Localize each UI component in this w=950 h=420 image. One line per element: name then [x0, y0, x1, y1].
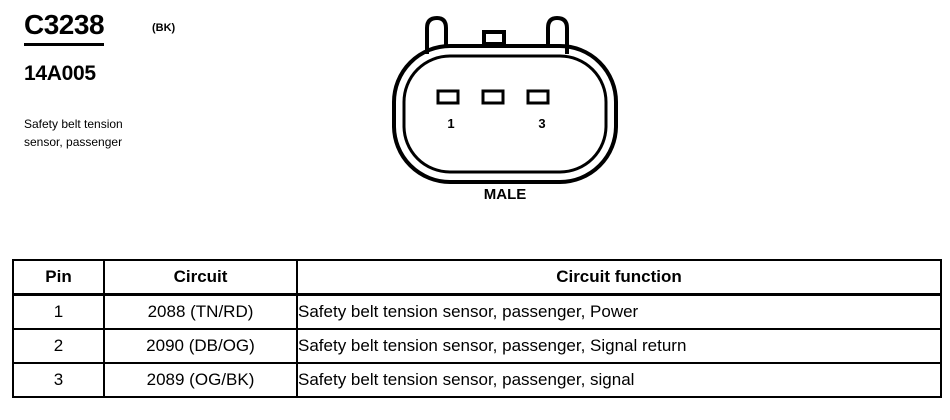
face-pin-label-1: 1 [447, 116, 454, 131]
right-latch [546, 15, 569, 54]
face-pin-label-3: 3 [538, 116, 545, 131]
pin-slot-1 [436, 89, 460, 105]
outer-shell [392, 44, 618, 184]
connector-description: Safety belt tension sensor, passenger [24, 115, 224, 151]
circuit-cell: 2089 (OG/BK) [103, 362, 298, 398]
table-row: 3 2089 (OG/BK) Safety belt tension senso… [12, 362, 942, 398]
function-cell: Safety belt tension sensor, passenger, P… [296, 293, 942, 330]
circuit-cell: 2088 (TN/RD) [103, 293, 298, 330]
connector-color-code: (BK) [152, 22, 176, 34]
part-number: 14A005 [24, 62, 96, 85]
pin-cell: 1 [12, 293, 105, 330]
left-latch [425, 15, 448, 54]
function-cell: Safety belt tension sensor, passenger, s… [296, 362, 942, 398]
description-line-2: sensor, passenger [24, 135, 123, 149]
pin-cell: 2 [12, 328, 105, 364]
circuit-cell: 2090 (DB/OG) [103, 328, 298, 364]
header-pin: Pin [12, 259, 105, 296]
inner-shell [402, 54, 608, 174]
connector-id: C3238 [24, 8, 105, 46]
table-row: 2 2090 (DB/OG) Safety belt tension senso… [12, 328, 942, 364]
header-circuit: Circuit [103, 259, 298, 296]
connector-face-diagram: 1 3 [392, 15, 618, 184]
function-cell: Safety belt tension sensor, passenger, S… [296, 328, 942, 364]
connector-gender: MALE [483, 186, 527, 203]
pin-slot-3 [526, 89, 550, 105]
pin-table: Pin Circuit Circuit function 1 2088 (TN/… [12, 259, 942, 398]
table-header-row: Pin Circuit Circuit function [12, 259, 942, 296]
pin-cell: 3 [12, 362, 105, 398]
top-key [482, 30, 506, 46]
description-line-1: Safety belt tension [24, 117, 123, 131]
table-row: 1 2088 (TN/RD) Safety belt tension senso… [12, 293, 942, 330]
header-circuit-function: Circuit function [296, 259, 942, 296]
pin-slot-2 [481, 89, 505, 105]
